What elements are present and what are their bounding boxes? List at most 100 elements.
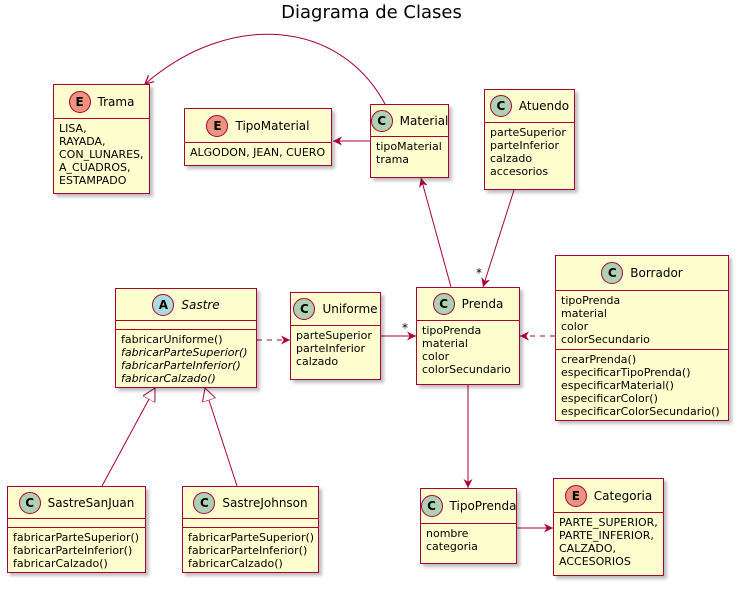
method: especificarMaterial() bbox=[561, 379, 674, 392]
method: especificarColorSecundario() bbox=[561, 405, 720, 418]
attributes-section: PARTE_SUPERIOR, PARTE_INFERIOR, CALZADO,… bbox=[554, 512, 663, 571]
class-tipomaterial[interactable]: E TipoMaterial ALGODON, JEAN, CUERO bbox=[184, 108, 332, 166]
edge-sastrejohnson-sastre bbox=[205, 388, 238, 487]
attribute: tipoMaterial bbox=[376, 140, 442, 153]
method: fabricarParteInferior() bbox=[13, 544, 133, 557]
class-name: Material bbox=[399, 113, 449, 128]
attribute: colorSecundario bbox=[561, 333, 650, 346]
attribute: parteInferior bbox=[490, 139, 560, 152]
attributes-section bbox=[8, 518, 145, 527]
class-categoria[interactable]: E Categoria PARTE_SUPERIOR, PARTE_INFERI… bbox=[553, 478, 664, 576]
attributes-section: ALGODON, JEAN, CUERO bbox=[185, 142, 331, 162]
method: especificarColor() bbox=[561, 392, 658, 405]
class-name: Uniforme bbox=[322, 302, 378, 316]
class-icon: C bbox=[18, 491, 41, 514]
attribute: trama bbox=[376, 153, 410, 166]
multiplicity-uniforme-prenda: * bbox=[402, 321, 408, 335]
class-name: TipoPrenda bbox=[449, 499, 517, 513]
attributes-section: tipoMaterial trama bbox=[371, 136, 448, 169]
enum-icon: E bbox=[206, 114, 229, 137]
class-icon: C bbox=[489, 95, 512, 117]
method: crearPrenda() bbox=[561, 353, 637, 366]
attribute: RAYADA, bbox=[59, 135, 106, 148]
class-icon: C bbox=[370, 109, 393, 132]
methods-section: fabricarParteSuperior() fabricarParteInf… bbox=[8, 527, 145, 573]
method: fabricarParteInferior() bbox=[121, 359, 241, 372]
attribute: calzado bbox=[296, 355, 339, 368]
enum-icon: E bbox=[564, 484, 587, 507]
attributes-section: nombre categoria bbox=[421, 523, 516, 556]
class-sastrejohnson[interactable]: C SastreJohnson fabricarParteSuperior() … bbox=[182, 486, 319, 573]
class-prenda[interactable]: C Prenda tipoPrenda material color color… bbox=[416, 287, 520, 385]
attribute: ALGODON, JEAN, CUERO bbox=[190, 146, 326, 159]
class-name: Categoria bbox=[593, 488, 653, 503]
class-trama[interactable]: E Trama LISA, RAYADA, CON_LUNARES, A_CUA… bbox=[53, 84, 150, 194]
attributes-section: tipoPrenda material color colorSecundari… bbox=[417, 320, 519, 379]
attributes-section: LISA, RAYADA, CON_LUNARES, A_CUADROS, ES… bbox=[54, 118, 149, 190]
attribute: colorSecundario bbox=[422, 363, 511, 376]
attribute: CON_LUNARES, bbox=[59, 148, 144, 161]
class-name: SastreJohnson bbox=[222, 495, 308, 510]
attribute: PARTE_INFERIOR, bbox=[559, 529, 654, 542]
attribute: calzado bbox=[490, 152, 533, 165]
method: fabricarParteSuperior() bbox=[13, 531, 140, 544]
attribute: CALZADO, bbox=[559, 542, 617, 555]
attribute: ESTAMPADO bbox=[59, 174, 127, 187]
attribute: material bbox=[561, 307, 607, 320]
attributes-section: parteSuperior parteInferior calzado acce… bbox=[485, 122, 574, 181]
class-icon: C bbox=[432, 293, 455, 315]
edge-material-trama bbox=[145, 33, 386, 105]
class-tipoprenda[interactable]: C TipoPrenda nombre categoria bbox=[420, 488, 517, 564]
class-sastre[interactable]: A Sastre fabricarUniforme() fabricarPart… bbox=[115, 288, 257, 388]
class-atuendo[interactable]: C Atuendo parteSuperior parteInferior ca… bbox=[484, 89, 575, 190]
class-name: Atuendo bbox=[518, 99, 570, 113]
attribute: parteInferior bbox=[296, 342, 366, 355]
method: fabricarUniforme() bbox=[121, 333, 223, 346]
method: fabricarCalzado() bbox=[121, 372, 216, 385]
attribute: ACCESORIOS bbox=[559, 555, 631, 568]
attribute: tipoPrenda bbox=[422, 324, 482, 337]
method: fabricarCalzado() bbox=[13, 557, 108, 570]
methods-section: crearPrenda() especificarTipoPrenda() es… bbox=[556, 349, 728, 421]
class-icon: C bbox=[193, 491, 216, 514]
class-borrador[interactable]: C Borrador tipoPrenda material color col… bbox=[555, 255, 729, 421]
attributes-section: tipoPrenda material color colorSecundari… bbox=[556, 290, 728, 349]
class-icon: C bbox=[293, 298, 316, 320]
attribute: LISA, bbox=[59, 122, 87, 135]
method: fabricarParteSuperior() bbox=[121, 346, 248, 359]
attributes-section: parteSuperior parteInferior calzado bbox=[291, 325, 380, 371]
diagram-title: Diagrama de Clases bbox=[281, 2, 462, 23]
class-icon: C bbox=[601, 262, 624, 284]
attribute: parteSuperior bbox=[296, 329, 372, 342]
edge-prenda-material bbox=[419, 177, 452, 288]
abstract-icon: A bbox=[152, 293, 175, 316]
multiplicity-atuendo-prenda: * bbox=[476, 266, 482, 280]
attributes-section bbox=[116, 320, 256, 329]
method: especificarTipoPrenda() bbox=[561, 366, 691, 379]
attribute: material bbox=[422, 337, 468, 350]
class-name: TipoMaterial bbox=[235, 118, 310, 133]
attribute: color bbox=[422, 350, 450, 363]
attribute: categoria bbox=[426, 540, 478, 553]
attribute: tipoPrenda bbox=[561, 294, 621, 307]
methods-section: fabricarUniforme() fabricarParteSuperior… bbox=[116, 329, 256, 388]
attribute: accesorios bbox=[490, 165, 549, 178]
attribute: nombre bbox=[426, 527, 469, 540]
class-icon: C bbox=[420, 495, 443, 517]
enum-icon: E bbox=[68, 90, 91, 113]
method: fabricarParteInferior() bbox=[188, 544, 308, 557]
edge-atuendo-prenda bbox=[481, 189, 515, 288]
class-name: Trama bbox=[97, 94, 135, 109]
class-name: Borrador bbox=[630, 266, 683, 280]
attribute: PARTE_SUPERIOR, bbox=[559, 516, 658, 529]
class-uniforme[interactable]: C Uniforme parteSuperior parteInferior c… bbox=[290, 292, 381, 380]
class-material[interactable]: C Material tipoMaterial trama bbox=[370, 104, 449, 178]
attribute: A_CUADROS, bbox=[59, 161, 131, 174]
class-name: Prenda bbox=[461, 297, 504, 311]
method: fabricarParteSuperior() bbox=[188, 531, 315, 544]
method: fabricarCalzado() bbox=[188, 557, 283, 570]
edge-sastresanjuan-sastre bbox=[101, 388, 155, 487]
class-sastresanjuan[interactable]: C SastreSanJuan fabricarParteSuperior() … bbox=[7, 486, 146, 573]
attributes-section bbox=[183, 518, 318, 527]
